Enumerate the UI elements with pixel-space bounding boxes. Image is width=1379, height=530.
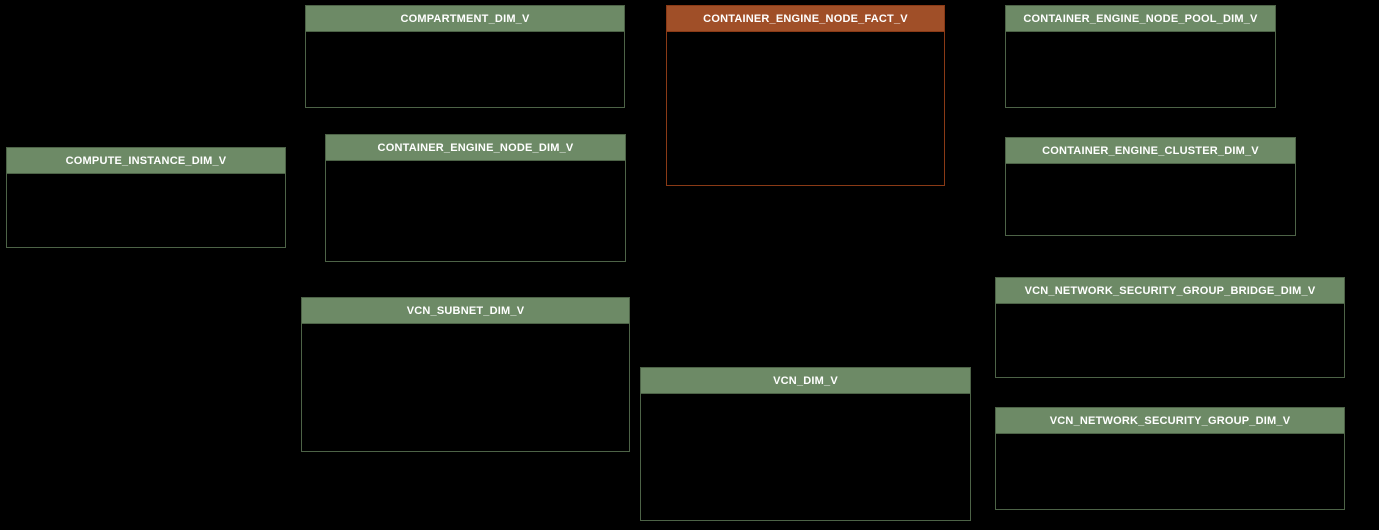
entity-column-list xyxy=(7,174,285,247)
entity-box-vcn-network-security-group-bridge-dim-v[interactable]: VCN_NETWORK_SECURITY_GROUP_BRIDGE_DIM_V xyxy=(995,277,1345,378)
entity-box-vcn-network-security-group-dim-v[interactable]: VCN_NETWORK_SECURITY_GROUP_DIM_V xyxy=(995,407,1345,510)
entity-column-list xyxy=(1006,32,1275,107)
entity-title: VCN_NETWORK_SECURITY_GROUP_BRIDGE_DIM_V xyxy=(996,278,1344,304)
entity-title: VCN_SUBNET_DIM_V xyxy=(302,298,629,324)
entity-title: CONTAINER_ENGINE_NODE_POOL_DIM_V xyxy=(1006,6,1275,32)
entity-column-list xyxy=(326,161,625,261)
entity-column-list xyxy=(667,32,944,185)
entity-column-list xyxy=(1006,164,1295,235)
entity-box-container-engine-node-dim-v[interactable]: CONTAINER_ENGINE_NODE_DIM_V xyxy=(325,134,626,262)
entity-column-list xyxy=(996,434,1344,509)
entity-column-list xyxy=(641,394,970,520)
entity-title: CONTAINER_ENGINE_CLUSTER_DIM_V xyxy=(1006,138,1295,164)
entity-column-list xyxy=(306,32,624,107)
entity-title: COMPUTE_INSTANCE_DIM_V xyxy=(7,148,285,174)
entity-box-container-engine-node-fact-v[interactable]: CONTAINER_ENGINE_NODE_FACT_V xyxy=(666,5,945,186)
entity-column-list xyxy=(302,324,629,451)
entity-title: VCN_DIM_V xyxy=(641,368,970,394)
entity-title: COMPARTMENT_DIM_V xyxy=(306,6,624,32)
entity-box-compartment-dim-v[interactable]: COMPARTMENT_DIM_V xyxy=(305,5,625,108)
entity-title: CONTAINER_ENGINE_NODE_FACT_V xyxy=(667,6,944,32)
entity-box-vcn-dim-v[interactable]: VCN_DIM_V xyxy=(640,367,971,521)
entity-box-container-engine-cluster-dim-v[interactable]: CONTAINER_ENGINE_CLUSTER_DIM_V xyxy=(1005,137,1296,236)
entity-title: CONTAINER_ENGINE_NODE_DIM_V xyxy=(326,135,625,161)
entity-box-container-engine-node-pool-dim-v[interactable]: CONTAINER_ENGINE_NODE_POOL_DIM_V xyxy=(1005,5,1276,108)
entity-column-list xyxy=(996,304,1344,377)
entity-box-vcn-subnet-dim-v[interactable]: VCN_SUBNET_DIM_V xyxy=(301,297,630,452)
entity-title: VCN_NETWORK_SECURITY_GROUP_DIM_V xyxy=(996,408,1344,434)
entity-box-compute-instance-dim-v[interactable]: COMPUTE_INSTANCE_DIM_V xyxy=(6,147,286,248)
